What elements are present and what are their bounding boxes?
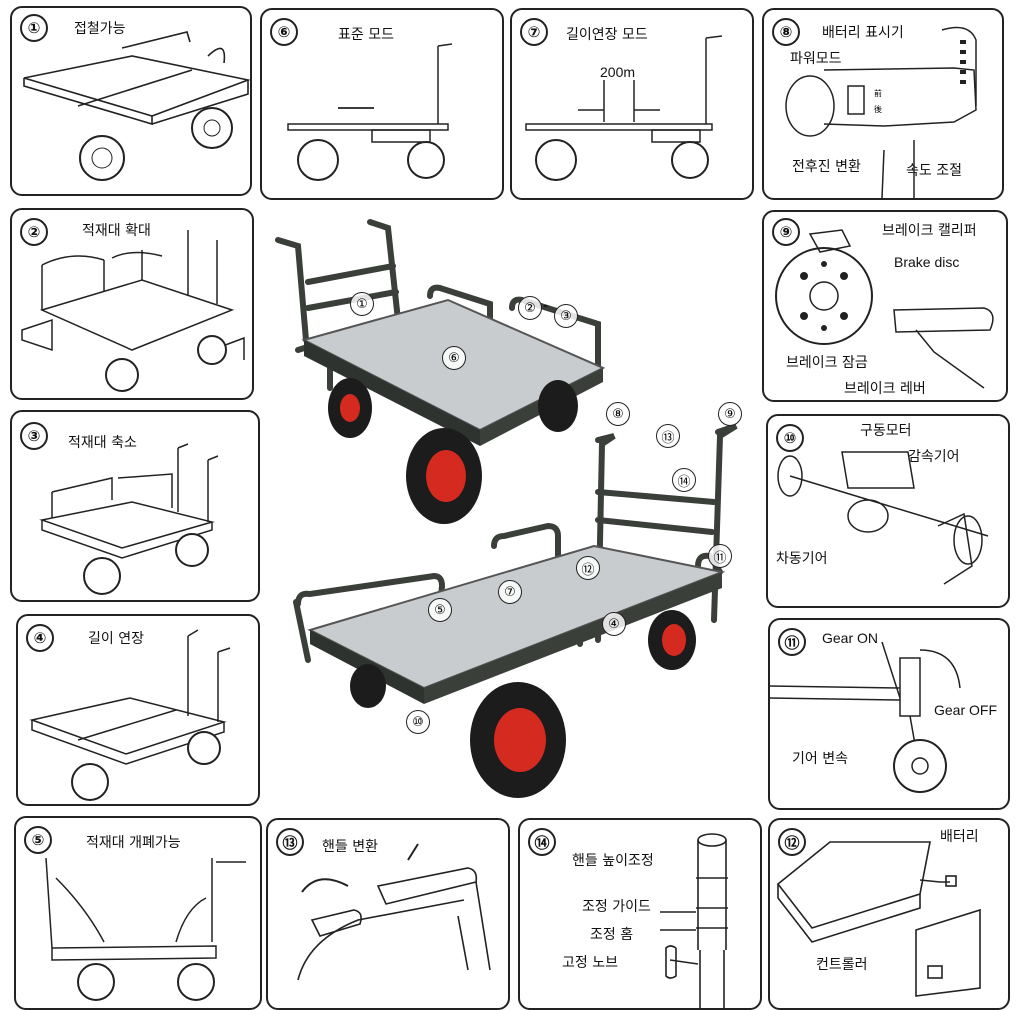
gear-off-label: Gear OFF bbox=[934, 702, 998, 718]
panel-title: 길이연장 모드 bbox=[566, 24, 648, 44]
folding-cart-illustration bbox=[23, 31, 250, 181]
callout-8: ⑧ bbox=[606, 402, 630, 426]
callout-5: ⑤ bbox=[428, 598, 452, 622]
panel-number: ⑪ bbox=[778, 628, 806, 656]
callout-9: ⑨ bbox=[718, 402, 742, 426]
forward-mark: 前 bbox=[874, 88, 882, 98]
panel-number: ⑦ bbox=[520, 18, 548, 46]
reduction-gear-label: 감속기어 bbox=[908, 446, 960, 466]
panel-bed-shrink: ③ 적재대 축소 bbox=[10, 410, 260, 602]
panel-folding: ① 접철가능 bbox=[10, 6, 252, 196]
controller-illustration: 前 後 bbox=[785, 26, 977, 198]
callout-11: ⑪ bbox=[708, 544, 732, 568]
panel-handle-height: ⑭ 핸들 높이조정 조정 가이드 조정 홈 고정 노브 bbox=[518, 818, 762, 1010]
controller-label: 컨트롤러 bbox=[816, 954, 868, 974]
panel-bed-expand: ② 적재대 확대 bbox=[10, 208, 254, 400]
callout-14: ⑭ bbox=[672, 468, 696, 492]
panel-title: 접철가능 bbox=[74, 18, 126, 38]
callout-13: ⑬ bbox=[656, 424, 680, 448]
power-mode-label: 파워모드 bbox=[790, 48, 842, 68]
open-bed-illustration bbox=[45, 857, 246, 1001]
panel-extended-mode: ⑦ 길이연장 모드 200m bbox=[510, 8, 754, 200]
callout-6: ⑥ bbox=[442, 346, 466, 370]
callout-3: ③ bbox=[554, 304, 578, 328]
panel-gear-shift: ⑪ Gear ON Gear OFF 기어 변속 bbox=[768, 618, 1010, 810]
extended-length-illustration bbox=[29, 629, 231, 801]
adjust-groove-label: 조정 홈 bbox=[590, 924, 634, 944]
panel-number: ⑬ bbox=[276, 828, 304, 856]
battery-indicator-label: 배터리 표시기 bbox=[822, 22, 904, 42]
adjust-guide-label: 조정 가이드 bbox=[582, 896, 651, 916]
standard-mode-illustration bbox=[287, 43, 453, 181]
lock-knob-label: 고정 노브 bbox=[562, 952, 618, 972]
panel-length-extend: ④ 길이 연장 bbox=[16, 614, 260, 806]
gear-shift-label: 기어 변속 bbox=[792, 748, 848, 768]
panel-number: ⑩ bbox=[776, 424, 804, 452]
expanded-bed-illustration bbox=[21, 230, 245, 392]
speed-control-label: 속도 조절 bbox=[906, 160, 962, 180]
brake-disc-label: Brake disc bbox=[894, 254, 960, 270]
callout-1: ① bbox=[350, 292, 374, 316]
panel-standard-mode: ⑥ 표준 모드 bbox=[260, 8, 504, 200]
reverse-mark: 後 bbox=[874, 104, 882, 114]
brake-lever-label: 브레이크 레버 bbox=[844, 378, 926, 398]
panel-title: 적재대 개폐가능 bbox=[86, 832, 181, 852]
panel-controls: ⑧ 배터리 표시기 파워모드 전후진 변환 속도 조절 前 後 bbox=[762, 8, 1004, 200]
panel-number: ③ bbox=[20, 422, 48, 450]
callout-4: ④ bbox=[602, 612, 626, 636]
panel-title: 표준 모드 bbox=[338, 24, 394, 44]
brake-illustration bbox=[775, 229, 994, 389]
panel-number: ④ bbox=[26, 624, 54, 652]
panel-title: 핸들 변환 bbox=[322, 836, 378, 856]
panel-bed-open: ⑤ 적재대 개폐가능 bbox=[14, 816, 262, 1010]
differential-gear-label: 차동기어 bbox=[776, 548, 828, 568]
panel-number: ⑨ bbox=[772, 218, 800, 246]
callout-10: ⑩ bbox=[406, 710, 430, 734]
shrunk-bed-illustration bbox=[39, 443, 219, 595]
panel-battery-controller: ⑫ 배터리 컨트롤러 bbox=[768, 818, 1010, 1010]
gear-shift-illustration bbox=[770, 641, 961, 793]
callout-12: ⑫ bbox=[576, 556, 600, 580]
cart-illustration bbox=[275, 219, 738, 798]
handle-switch-illustration bbox=[297, 843, 491, 981]
panel-number: ⑧ bbox=[772, 18, 800, 46]
handle-height-illustration bbox=[660, 833, 728, 1008]
panel-number: ⑥ bbox=[270, 18, 298, 46]
panel-number: ① bbox=[20, 14, 48, 42]
callout-dash: - bbox=[543, 298, 549, 314]
panel-handle-switch: ⑬ 핸들 변환 bbox=[266, 818, 510, 1010]
panel-title: 적재대 축소 bbox=[68, 432, 137, 452]
panel-number: ⑫ bbox=[778, 828, 806, 856]
gear-on-label: Gear ON bbox=[822, 630, 879, 646]
panel-number: ⑤ bbox=[24, 826, 52, 854]
panel-drive: ⑩ 구동모터 감속기어 차동기어 bbox=[766, 414, 1010, 608]
callout-2: ② bbox=[518, 296, 542, 320]
extension-dimension-label: 200m bbox=[600, 64, 636, 80]
panel-title: 적재대 확대 bbox=[82, 220, 151, 240]
drive-train-illustration bbox=[777, 451, 989, 585]
battery-label: 배터리 bbox=[940, 826, 979, 846]
panel-number: ⑭ bbox=[528, 828, 556, 856]
panel-brake: ⑨ 브레이크 캘리퍼 Brake disc 브레이크 잠금 브레이크 레버 bbox=[762, 210, 1008, 402]
brake-lock-label: 브레이크 잠금 bbox=[786, 352, 868, 372]
brake-caliper-label: 브레이크 캘리퍼 bbox=[882, 220, 977, 240]
panel-title: 핸들 높이조정 bbox=[572, 850, 654, 870]
panel-title: 길이 연장 bbox=[88, 628, 144, 648]
callout-7: ⑦ bbox=[498, 580, 522, 604]
direction-switch-label: 전후진 변환 bbox=[792, 156, 861, 176]
battery-controller-illustration bbox=[776, 841, 981, 997]
panel-number: ② bbox=[20, 218, 48, 246]
drive-motor-label: 구동모터 bbox=[860, 420, 912, 440]
extended-mode-illustration bbox=[525, 35, 723, 181]
cart-product-photo: ① ② - ③ ⑥ ⑧ ⑬ ⑨ ⑭ ⑪ ⑫ ⑦ ⑤ ④ ⑩ bbox=[258, 200, 768, 810]
